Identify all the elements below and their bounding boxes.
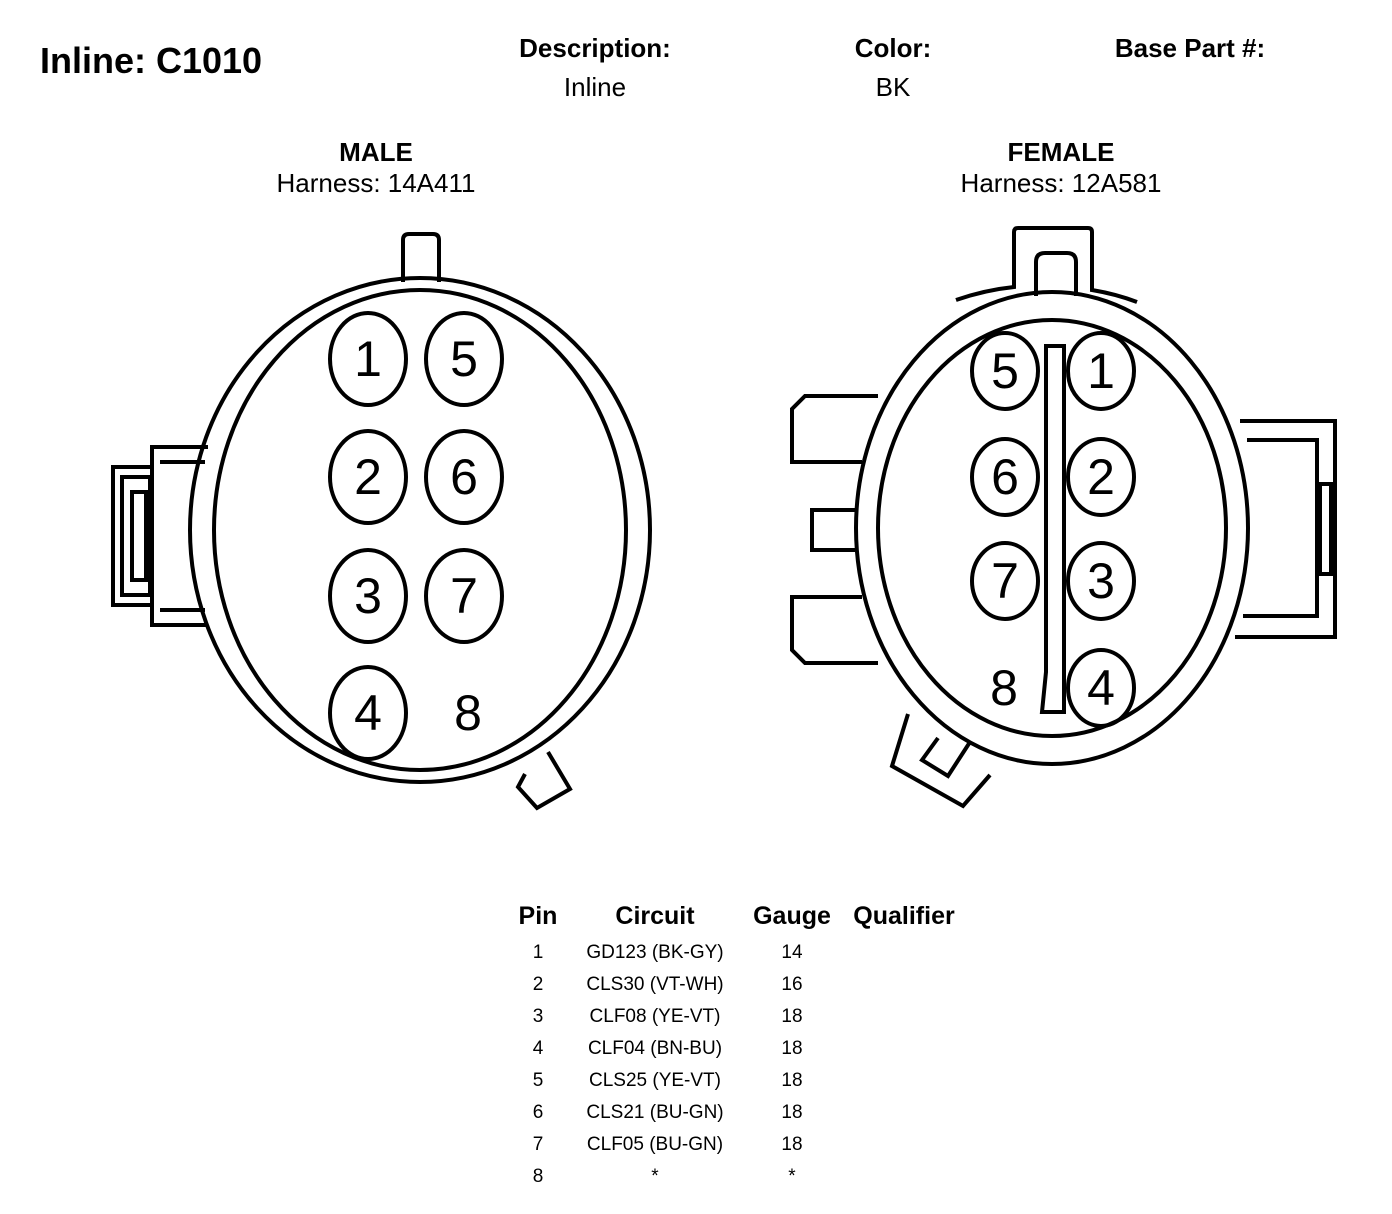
female-pin-6: 6 [970, 437, 1040, 517]
cell-pin: 6 [532, 1102, 544, 1123]
cell-gauge: 14 [781, 942, 803, 963]
table-row: 3 CLF08 (YE-VT) 18 [510, 1001, 968, 1033]
male-harness-label: Harness: 14A411 [276, 168, 476, 198]
cell-pin: 7 [532, 1134, 544, 1155]
female-harness-label: Harness: 12A581 [960, 168, 1162, 198]
male-pin-label: 4 [354, 685, 382, 741]
male-pin-2: 2 [328, 429, 408, 525]
column-header-pin: Pin [518, 902, 558, 930]
male-pin-6: 6 [424, 429, 504, 525]
base-part-label: Base Part #: [1114, 33, 1266, 63]
female-pin-label: 4 [1087, 660, 1115, 716]
cell-circuit: CLF04 (BN-BU) [587, 1038, 723, 1059]
cell-gauge: * [788, 1166, 796, 1187]
cell-pin: 8 [532, 1166, 544, 1187]
cell-gauge: 18 [781, 1102, 803, 1123]
cell-qualifier [840, 1065, 968, 1097]
cell-gauge: 18 [781, 1134, 803, 1155]
female-pin-8: 8 [990, 660, 1018, 716]
cell-circuit: CLS21 (BU-GN) [586, 1102, 724, 1123]
female-pin-label: 7 [991, 553, 1019, 609]
male-pin-label: 3 [354, 568, 382, 624]
table-row: 4 CLF04 (BN-BU) 18 [510, 1033, 968, 1065]
female-pin-label: 3 [1087, 553, 1115, 609]
color-value: BK [875, 72, 911, 102]
male-pin-label: 8 [454, 685, 482, 741]
male-pin-label: 5 [450, 331, 478, 387]
cell-qualifier [840, 1097, 968, 1129]
table-row: 5 CLS25 (YE-VT) 18 [510, 1065, 968, 1097]
color-label: Color: [854, 33, 932, 63]
male-pin-label: 1 [354, 331, 382, 387]
male-pin-3: 3 [328, 548, 408, 644]
female-pin-1: 1 [1066, 331, 1136, 411]
cell-gauge: 16 [781, 974, 803, 995]
male-pin-7: 7 [424, 548, 504, 644]
cell-qualifier [840, 1129, 968, 1161]
female-pin-5: 5 [970, 331, 1040, 411]
description-label: Description: [519, 33, 671, 63]
cell-circuit: * [651, 1166, 659, 1187]
cell-circuit: CLF08 (YE-VT) [589, 1006, 721, 1027]
column-header-circuit: Circuit [615, 902, 695, 930]
female-pin-label: 6 [991, 449, 1019, 505]
male-pin-label: 2 [354, 449, 382, 505]
female-pin-label: 8 [990, 660, 1018, 716]
male-pin-1: 1 [328, 311, 408, 407]
cell-pin: 5 [532, 1070, 544, 1091]
description-value: Inline [563, 72, 627, 102]
column-header-gauge: Gauge [753, 902, 831, 930]
male-pin-4: 4 [328, 665, 408, 761]
cell-pin: 3 [532, 1006, 544, 1027]
male-pin-label: 7 [450, 568, 478, 624]
column-header-qualifier: Qualifier [853, 902, 955, 930]
female-pin-3: 3 [1066, 541, 1136, 621]
male-connector-label: MALE [339, 137, 413, 167]
cell-circuit: CLF05 (BU-GN) [586, 1134, 724, 1155]
female-connector-label: FEMALE [1007, 137, 1115, 167]
female-pin-label: 2 [1087, 449, 1115, 505]
table-row: 1 GD123 (BK-GY) 14 [510, 937, 968, 969]
table-row: 7 CLF05 (BU-GN) 18 [510, 1129, 968, 1161]
cell-gauge: 18 [781, 1038, 803, 1059]
cell-qualifier [840, 969, 968, 1001]
female-pin-7: 7 [970, 541, 1040, 621]
cell-gauge: 18 [781, 1070, 803, 1091]
cell-qualifier [840, 937, 968, 969]
male-pin-8: 8 [454, 685, 482, 741]
cell-gauge: 18 [781, 1006, 803, 1027]
male-connector-face: 1 5 2 6 3 7 4 8 [111, 232, 652, 811]
male-pin-label: 6 [450, 449, 478, 505]
female-connector-face: 5 1 6 2 7 3 8 4 [790, 226, 1337, 809]
cell-pin: 2 [532, 974, 544, 995]
female-pin-label: 5 [991, 343, 1019, 399]
cell-pin: 4 [532, 1038, 544, 1059]
female-pin-4: 4 [1066, 648, 1136, 728]
cell-qualifier [840, 1161, 968, 1193]
cell-qualifier [840, 1033, 968, 1065]
page-title: Inline: C1010 [40, 40, 263, 81]
female-pin-label: 1 [1087, 343, 1115, 399]
male-pin-5: 5 [424, 311, 504, 407]
table-header-row: Pin Circuit Gauge Qualifier [510, 900, 968, 937]
table-row: 6 CLS21 (BU-GN) 18 [510, 1097, 968, 1129]
cell-circuit: GD123 (BK-GY) [586, 942, 724, 963]
table-row: 8 * * [510, 1161, 968, 1193]
female-pin-2: 2 [1066, 437, 1136, 517]
cell-circuit: CLS25 (YE-VT) [589, 1070, 721, 1091]
cell-circuit: CLS30 (VT-WH) [586, 974, 724, 995]
pin-circuit-table: Pin Circuit Gauge Qualifier 1 GD123 (BK-… [510, 900, 968, 1193]
cell-pin: 1 [532, 942, 544, 963]
table-row: 2 CLS30 (VT-WH) 16 [510, 969, 968, 1001]
cell-qualifier [840, 1001, 968, 1033]
